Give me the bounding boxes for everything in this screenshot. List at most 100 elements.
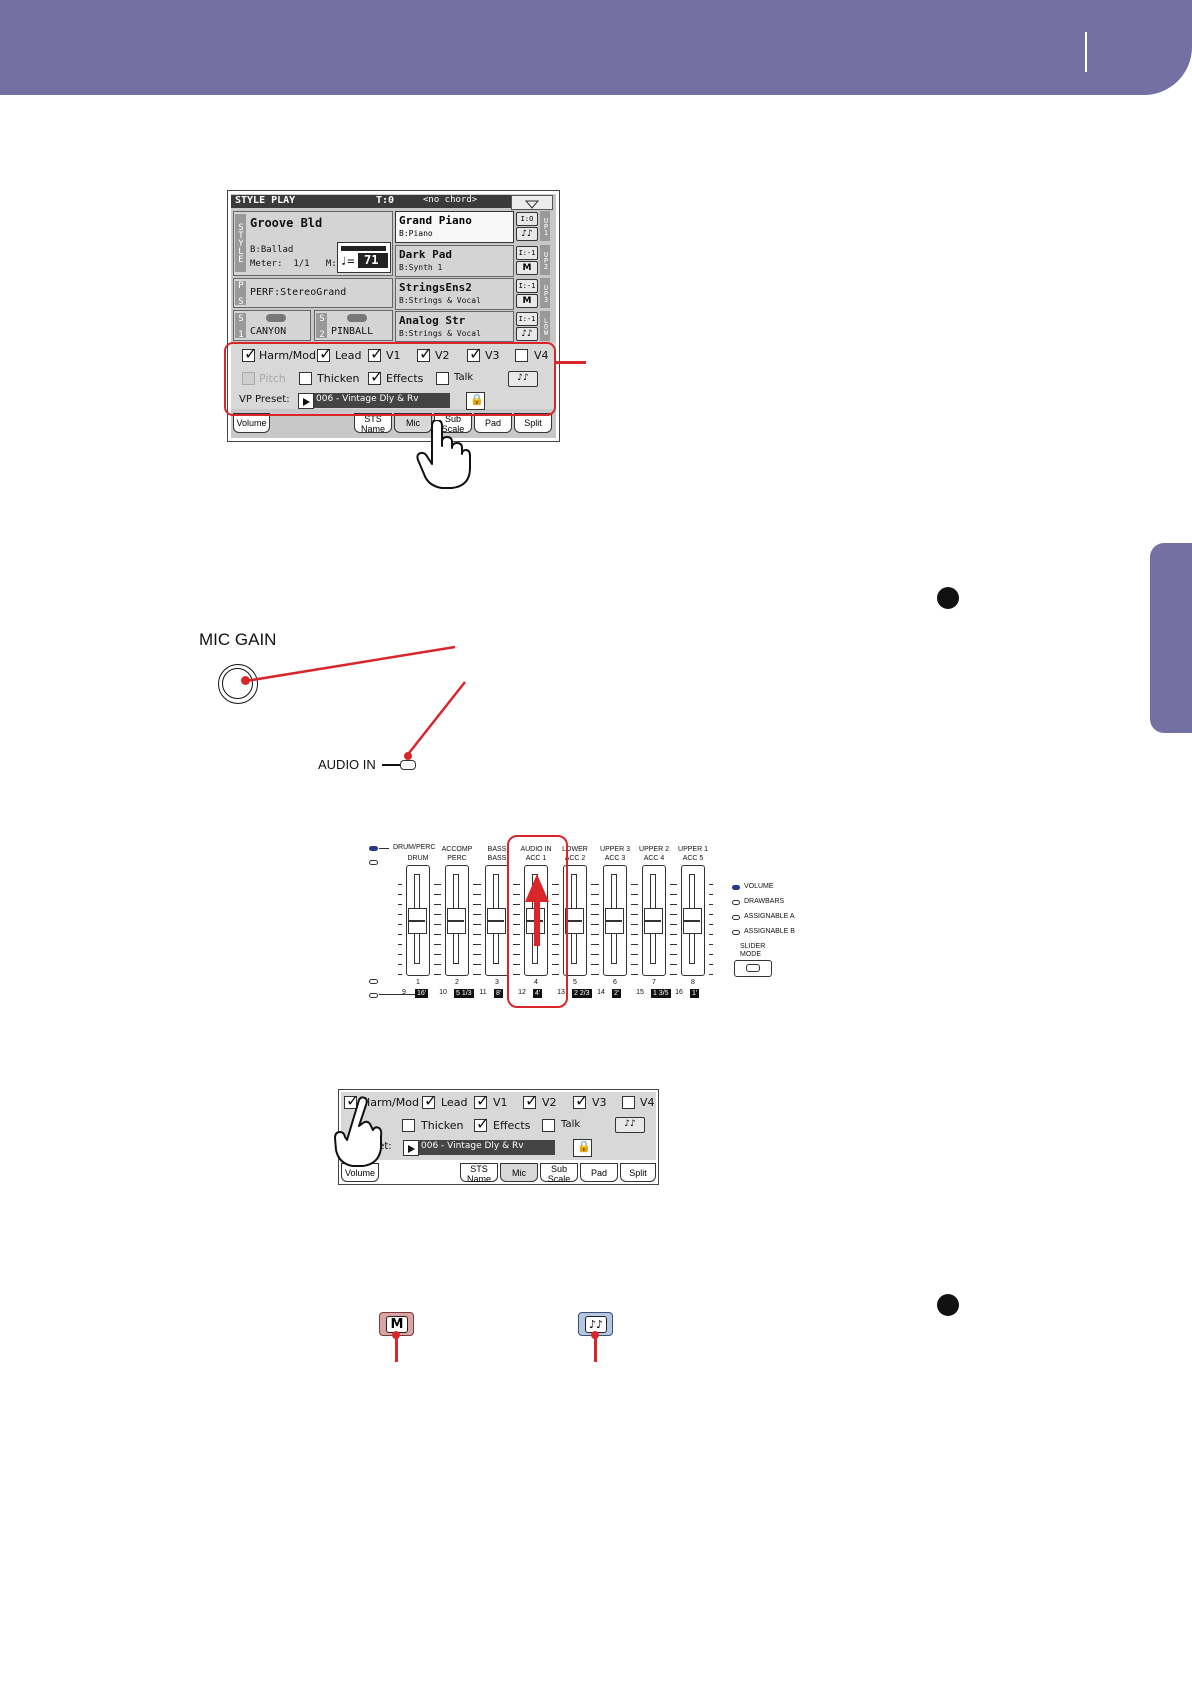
- led-volume: [732, 885, 740, 890]
- track-upper1-panel[interactable]: Grand Piano B:Piano: [395, 211, 514, 243]
- octave-icon: I:O: [516, 212, 538, 226]
- tab-split[interactable]: Split: [620, 1163, 656, 1182]
- lead-checkbox[interactable]: ✓: [422, 1091, 438, 1110]
- slider-cap-line: [448, 920, 464, 922]
- v1-checkbox[interactable]: ✓: [368, 344, 384, 363]
- vp-preset-field[interactable]: 006 - Vintage Dly & Rv: [314, 393, 450, 408]
- slider-bottom-label: PERC: [447, 855, 467, 862]
- talk-label: Talk: [561, 1119, 581, 1130]
- slider-track[interactable]: [485, 865, 509, 976]
- talk-checkbox[interactable]: [542, 1119, 555, 1132]
- v3-checkbox[interactable]: ✓: [467, 344, 483, 363]
- slider-cap[interactable]: [605, 908, 624, 934]
- slider-scale-right: [709, 884, 713, 976]
- triangle-down-icon: [524, 200, 540, 209]
- vocal-mode-button[interactable]: ♪♪: [508, 371, 538, 387]
- slider-scale-right: [434, 884, 438, 976]
- tab-sts-name[interactable]: STS Name: [460, 1163, 498, 1184]
- tab-sub-scale[interactable]: Sub Scale: [540, 1163, 578, 1184]
- lead-checkbox[interactable]: ✓: [317, 344, 333, 363]
- slider-track[interactable]: [681, 865, 705, 976]
- v4-checkbox[interactable]: [515, 349, 528, 362]
- tab-pad[interactable]: Pad: [474, 413, 512, 433]
- vocal-mode-button[interactable]: ♪♪: [615, 1117, 645, 1133]
- talk-checkbox[interactable]: [436, 372, 449, 385]
- track-icons-upper2[interactable]: I:-1 M UP2: [516, 245, 552, 275]
- lock-button[interactable]: 🔒: [466, 392, 485, 410]
- effects-checkbox[interactable]: ✓: [368, 367, 384, 386]
- track-icons-lower[interactable]: I:-1 ♪♪ LOW: [516, 311, 552, 341]
- vp-preset-arrow-button[interactable]: [298, 393, 314, 409]
- thicken-checkbox[interactable]: [402, 1119, 415, 1132]
- mic-gain-knob[interactable]: [218, 664, 258, 704]
- screen-title-bar: STYLE PLAY T:0 <no chord>: [231, 195, 513, 208]
- v3-label: V3: [485, 349, 500, 362]
- v2-label: V2: [542, 1096, 557, 1109]
- callout-line: [556, 361, 586, 364]
- slider-mode-button[interactable]: [734, 960, 772, 977]
- harm-mod-checkbox[interactable]: ✓: [344, 1091, 360, 1110]
- v2-checkbox[interactable]: ✓: [417, 344, 433, 363]
- slider-bottom-label: ACC 5: [682, 855, 704, 862]
- slider-cap[interactable]: [447, 908, 466, 934]
- track-upper2-panel[interactable]: Dark Pad B:Synth 1: [395, 245, 514, 277]
- menu-dropdown-button[interactable]: [511, 195, 553, 210]
- thicken-checkbox[interactable]: [299, 372, 312, 385]
- slider-cap[interactable]: [487, 908, 506, 934]
- audio-in-led: [400, 760, 416, 770]
- slider-track[interactable]: [445, 865, 469, 976]
- tab-pad[interactable]: Pad: [580, 1163, 618, 1182]
- slider-number: 4: [534, 979, 538, 986]
- tab-mic[interactable]: Mic: [500, 1163, 538, 1182]
- track-name: Dark Pad: [399, 248, 452, 261]
- track-bank: B:Synth 1: [399, 263, 443, 272]
- tab-volume[interactable]: Volume: [233, 413, 270, 433]
- tab-split[interactable]: Split: [514, 413, 552, 433]
- vp-preset-field[interactable]: 006 - Vintage Dly & Rv: [419, 1140, 555, 1155]
- slider-cap[interactable]: [408, 908, 427, 934]
- harm-mod-checkbox[interactable]: ✓: [242, 344, 258, 363]
- note-icon: ♩=: [340, 254, 355, 268]
- footage-badge: 5 1/3: [454, 989, 474, 998]
- slider-cap[interactable]: [644, 908, 663, 934]
- slider-cap[interactable]: [565, 908, 584, 934]
- slider-top-label: AUDIO IN: [520, 846, 552, 853]
- footage-badge: 1 3/5: [651, 989, 671, 998]
- style-panel[interactable]: STYLE Groove Bld B:Ballad Meter: 1/1 M:-…: [233, 211, 393, 276]
- track-lower-panel[interactable]: Analog Str B:Strings & Vocal: [395, 311, 514, 342]
- track-upper3-panel[interactable]: StringsEns2 B:Strings & Vocal: [395, 278, 514, 310]
- tempo-box[interactable]: ♩= 71: [337, 242, 391, 273]
- v4-label: V4: [534, 349, 549, 362]
- tab-sts-name[interactable]: STS Name: [354, 413, 392, 434]
- v3-checkbox[interactable]: ✓: [573, 1091, 589, 1110]
- lead-label: Lead: [335, 349, 362, 362]
- tempo-value-box: 71: [358, 253, 388, 268]
- audio-in-red-dot: [404, 752, 412, 760]
- v1-checkbox[interactable]: ✓: [474, 1091, 490, 1110]
- pitch-checkbox[interactable]: [242, 372, 255, 385]
- track-icons-upper3[interactable]: I:-1 M UP3: [516, 278, 552, 308]
- slider-track[interactable]: [603, 865, 627, 976]
- footage-badge: 2': [612, 989, 622, 998]
- octave-icon: I:-1: [516, 312, 538, 326]
- slider-column: ACCOMP PERC 2 10 5 1/3: [435, 840, 479, 1005]
- effects-checkbox[interactable]: ✓: [474, 1114, 490, 1133]
- mono-icon-pin: [395, 1335, 398, 1362]
- tab-sub-scale[interactable]: Sub Scale: [434, 413, 472, 434]
- slider-track[interactable]: [406, 865, 430, 976]
- poly-mode-icon: ♪♪: [516, 227, 538, 241]
- v4-checkbox[interactable]: [622, 1096, 635, 1109]
- slider-cap-line: [645, 920, 661, 922]
- performance-panel[interactable]: P S PERF:StereoGrand: [233, 278, 393, 308]
- slider-cap[interactable]: [683, 908, 702, 934]
- slider-number-alt: 9: [402, 989, 406, 996]
- pad1-panel[interactable]: S 1 CANYON: [233, 310, 311, 341]
- v2-checkbox[interactable]: ✓: [523, 1091, 539, 1110]
- pad2-panel[interactable]: S 2 PINBALL: [314, 310, 393, 341]
- led-assignable-b: [732, 930, 740, 935]
- track-bank: B:Strings & Vocal: [399, 329, 481, 338]
- slider-track[interactable]: [642, 865, 666, 976]
- vp-preset-arrow-button[interactable]: [403, 1140, 419, 1156]
- track-icons-upper1[interactable]: I:O ♪♪ UP1: [516, 211, 552, 241]
- lock-button[interactable]: 🔒: [573, 1139, 592, 1157]
